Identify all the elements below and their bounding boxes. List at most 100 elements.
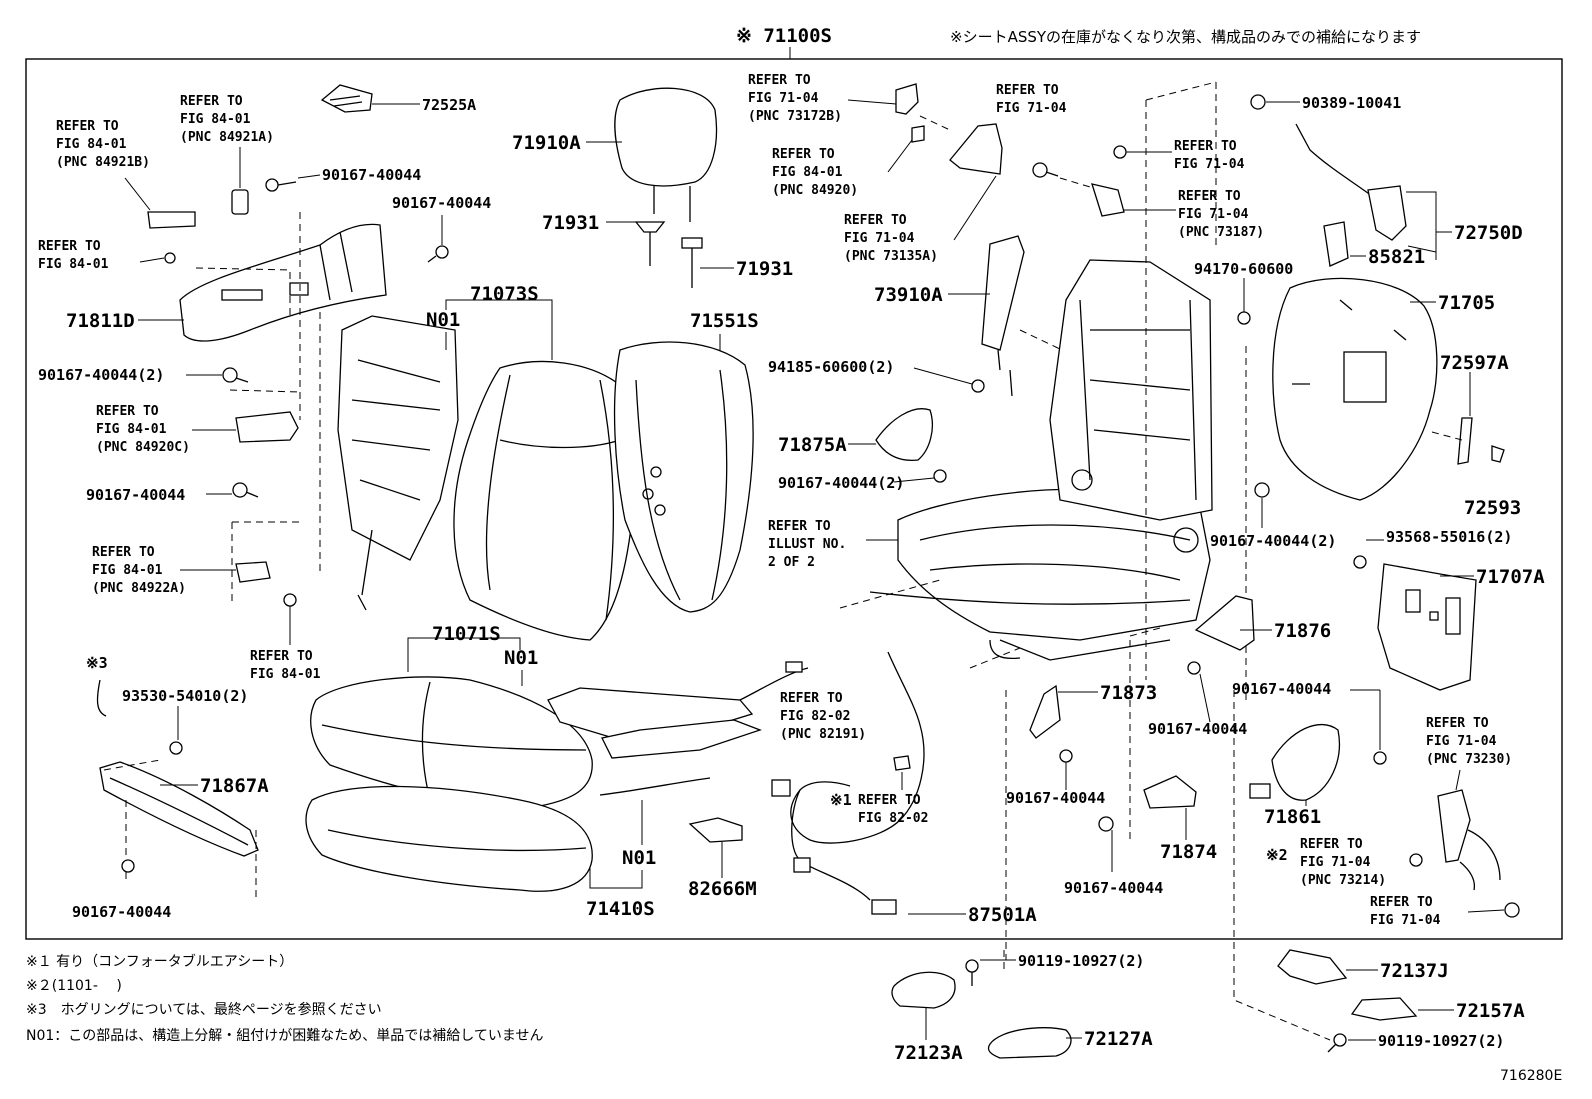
cap-72127A [987,1027,1072,1059]
bracket-71874 [1143,775,1197,809]
label-71867A: 71867A [200,775,269,797]
cushion-pad-71410S [305,785,593,892]
seatback-panel [337,315,459,611]
label-73910A: 73910A [874,284,943,306]
svg-text:(PNC 84922A): (PNC 84922A) [92,581,186,596]
svg-text:(PNC 73187): (PNC 73187) [1178,225,1264,240]
ref-82-02-a: REFER TO FIG 82-02 (PNC 82191) [780,691,866,742]
label-N01-a: N01 [426,309,460,331]
svg-text:(PNC 84921A): (PNC 84921A) [180,130,274,145]
trim-73910A [981,235,1025,397]
label-71875A: 71875A [778,434,847,456]
svg-text:REFER TO: REFER TO [1300,837,1363,852]
assy-number: ※ 71100S [736,25,832,47]
label-71551S: 71551S [690,310,759,332]
svg-text:FIG 84-01: FIG 84-01 [180,112,251,127]
svg-text:(PNC 73230): (PNC 73230) [1426,752,1512,767]
cover-71875A [875,408,933,462]
svg-text:FIG 84-01: FIG 84-01 [38,257,109,272]
label-90167-5: 90167-40044 [72,903,171,921]
label-72750D: 72750D [1454,222,1523,244]
label-72525A: 72525A [422,96,476,114]
svg-text:2 OF 2: 2 OF 2 [768,555,815,570]
switch-84921B [147,211,196,229]
figure-code: 716280E [1500,1068,1562,1084]
cover-71861 [1249,723,1340,801]
switch-84922A [235,561,271,583]
label-71707A: 71707A [1476,566,1545,588]
cover-72157A [1350,997,1418,1021]
bracket-73187 [1091,183,1125,217]
svg-text:FIG 71-04: FIG 71-04 [1178,207,1249,222]
label-90119-a: 90119-10927(2) [1018,952,1144,970]
ref-73172B: REFER TO FIG 71-04 (PNC 73172B) [748,73,842,124]
label-71705: 71705 [1438,292,1495,314]
svg-text:FIG 71-04: FIG 71-04 [1174,157,1245,172]
ref-84921B: REFER TO FIG 84-01 (PNC 84921B) [56,119,150,170]
svg-text:REFER TO: REFER TO [1426,716,1489,731]
bracket-73172B [895,83,919,115]
clip-72593 [1491,445,1505,463]
label-71874: 71874 [1160,841,1217,863]
svg-text:REFER TO: REFER TO [96,404,159,419]
svg-text:FIG 84-01: FIG 84-01 [96,422,167,437]
ref-73135A: REFER TO FIG 71-04 (PNC 73135A) [844,213,938,264]
ref-84922A: REFER TO FIG 84-01 (PNC 84922A) [92,545,186,596]
mark-3: ※3 [86,654,108,672]
label-72157A: 72157A [1456,1000,1525,1022]
label-90167-4: 90167-40044 [86,486,185,504]
svg-text:FIG 84-01: FIG 84-01 [772,165,843,180]
label-90167-3: 90167-40044(2) [38,366,164,384]
ref-73187: REFER TO FIG 71-04 (PNC 73187) [1178,189,1264,240]
svg-text:REFER TO: REFER TO [1174,139,1237,154]
svg-text:(PNC 73135A): (PNC 73135A) [844,249,938,264]
cover-71867A [99,761,259,857]
svg-text:FIG 82-02: FIG 82-02 [858,811,928,826]
label-90167-7: 90167-40044(2) [1210,532,1336,550]
label-72137J: 72137J [1380,960,1449,982]
cable-72750D [1295,123,1407,241]
ref-71-04-a: REFER TO FIG 71-04 [996,83,1067,116]
bracket-71873 [1029,684,1061,739]
ref-73230: REFER TO FIG 71-04 (PNC 73230) [1426,716,1512,767]
svg-text:FIG 71-04: FIG 71-04 [1370,913,1441,928]
label-71910A: 71910A [512,132,581,154]
label-93530: 93530-54010(2) [122,687,248,705]
label-93568: 93568-55016(2) [1386,528,1512,546]
svg-text:(PNC 73172B): (PNC 73172B) [748,109,842,124]
cover-73135A [949,123,1003,175]
svg-text:(PNC 84920): (PNC 84920) [772,183,858,198]
harness-87501A [771,651,925,915]
label-90119-b: 90119-10927(2) [1378,1032,1504,1050]
svg-text:REFER TO: REFER TO [56,119,119,134]
label-90167-6: 90167-40044(2) [778,474,904,492]
ref-84-01-a: REFER TO FIG 84-01 [38,239,109,272]
mark-1: ※1 [830,791,852,809]
ref-84-01-b: REFER TO FIG 84-01 [250,649,321,682]
svg-text:REFER TO: REFER TO [250,649,313,664]
ref-illust-2of2: REFER TO ILLUST NO. 2 OF 2 [768,519,846,570]
stock-note: ※シートASSYの在庫がなくなり次第、構成品のみでの補給になります [950,28,1421,46]
seatback-cover-71073S [453,360,641,641]
ref-84920: REFER TO FIG 84-01 (PNC 84920) [772,147,858,198]
svg-text:REFER TO: REFER TO [38,239,101,254]
hog-ring [96,679,107,717]
label-90167-11: 90167-40044 [1232,680,1331,698]
label-85821: 85821 [1368,246,1425,268]
svg-text:REFER TO: REFER TO [772,147,835,162]
ref-71-04-c: REFER TO FIG 71-04 [1370,895,1441,928]
ref-84920C: REFER TO FIG 84-01 (PNC 84920C) [96,404,190,455]
svg-text:(PNC 82191): (PNC 82191) [780,727,866,742]
switch-84921A [231,189,249,215]
trim-72597A [1457,417,1473,465]
svg-text:ILLUST NO.: ILLUST NO. [768,537,846,552]
svg-text:REFER TO: REFER TO [180,94,243,109]
label-90167-1: 90167-40044 [322,166,421,184]
diagram-frame [25,58,1563,940]
svg-text:FIG 84-01: FIG 84-01 [250,667,321,682]
label-72127A: 72127A [1084,1028,1153,1050]
side-shield-71811D [179,223,387,342]
ref-84921A: REFER TO FIG 84-01 (PNC 84921A) [180,94,274,145]
seat-frame [869,259,1213,661]
